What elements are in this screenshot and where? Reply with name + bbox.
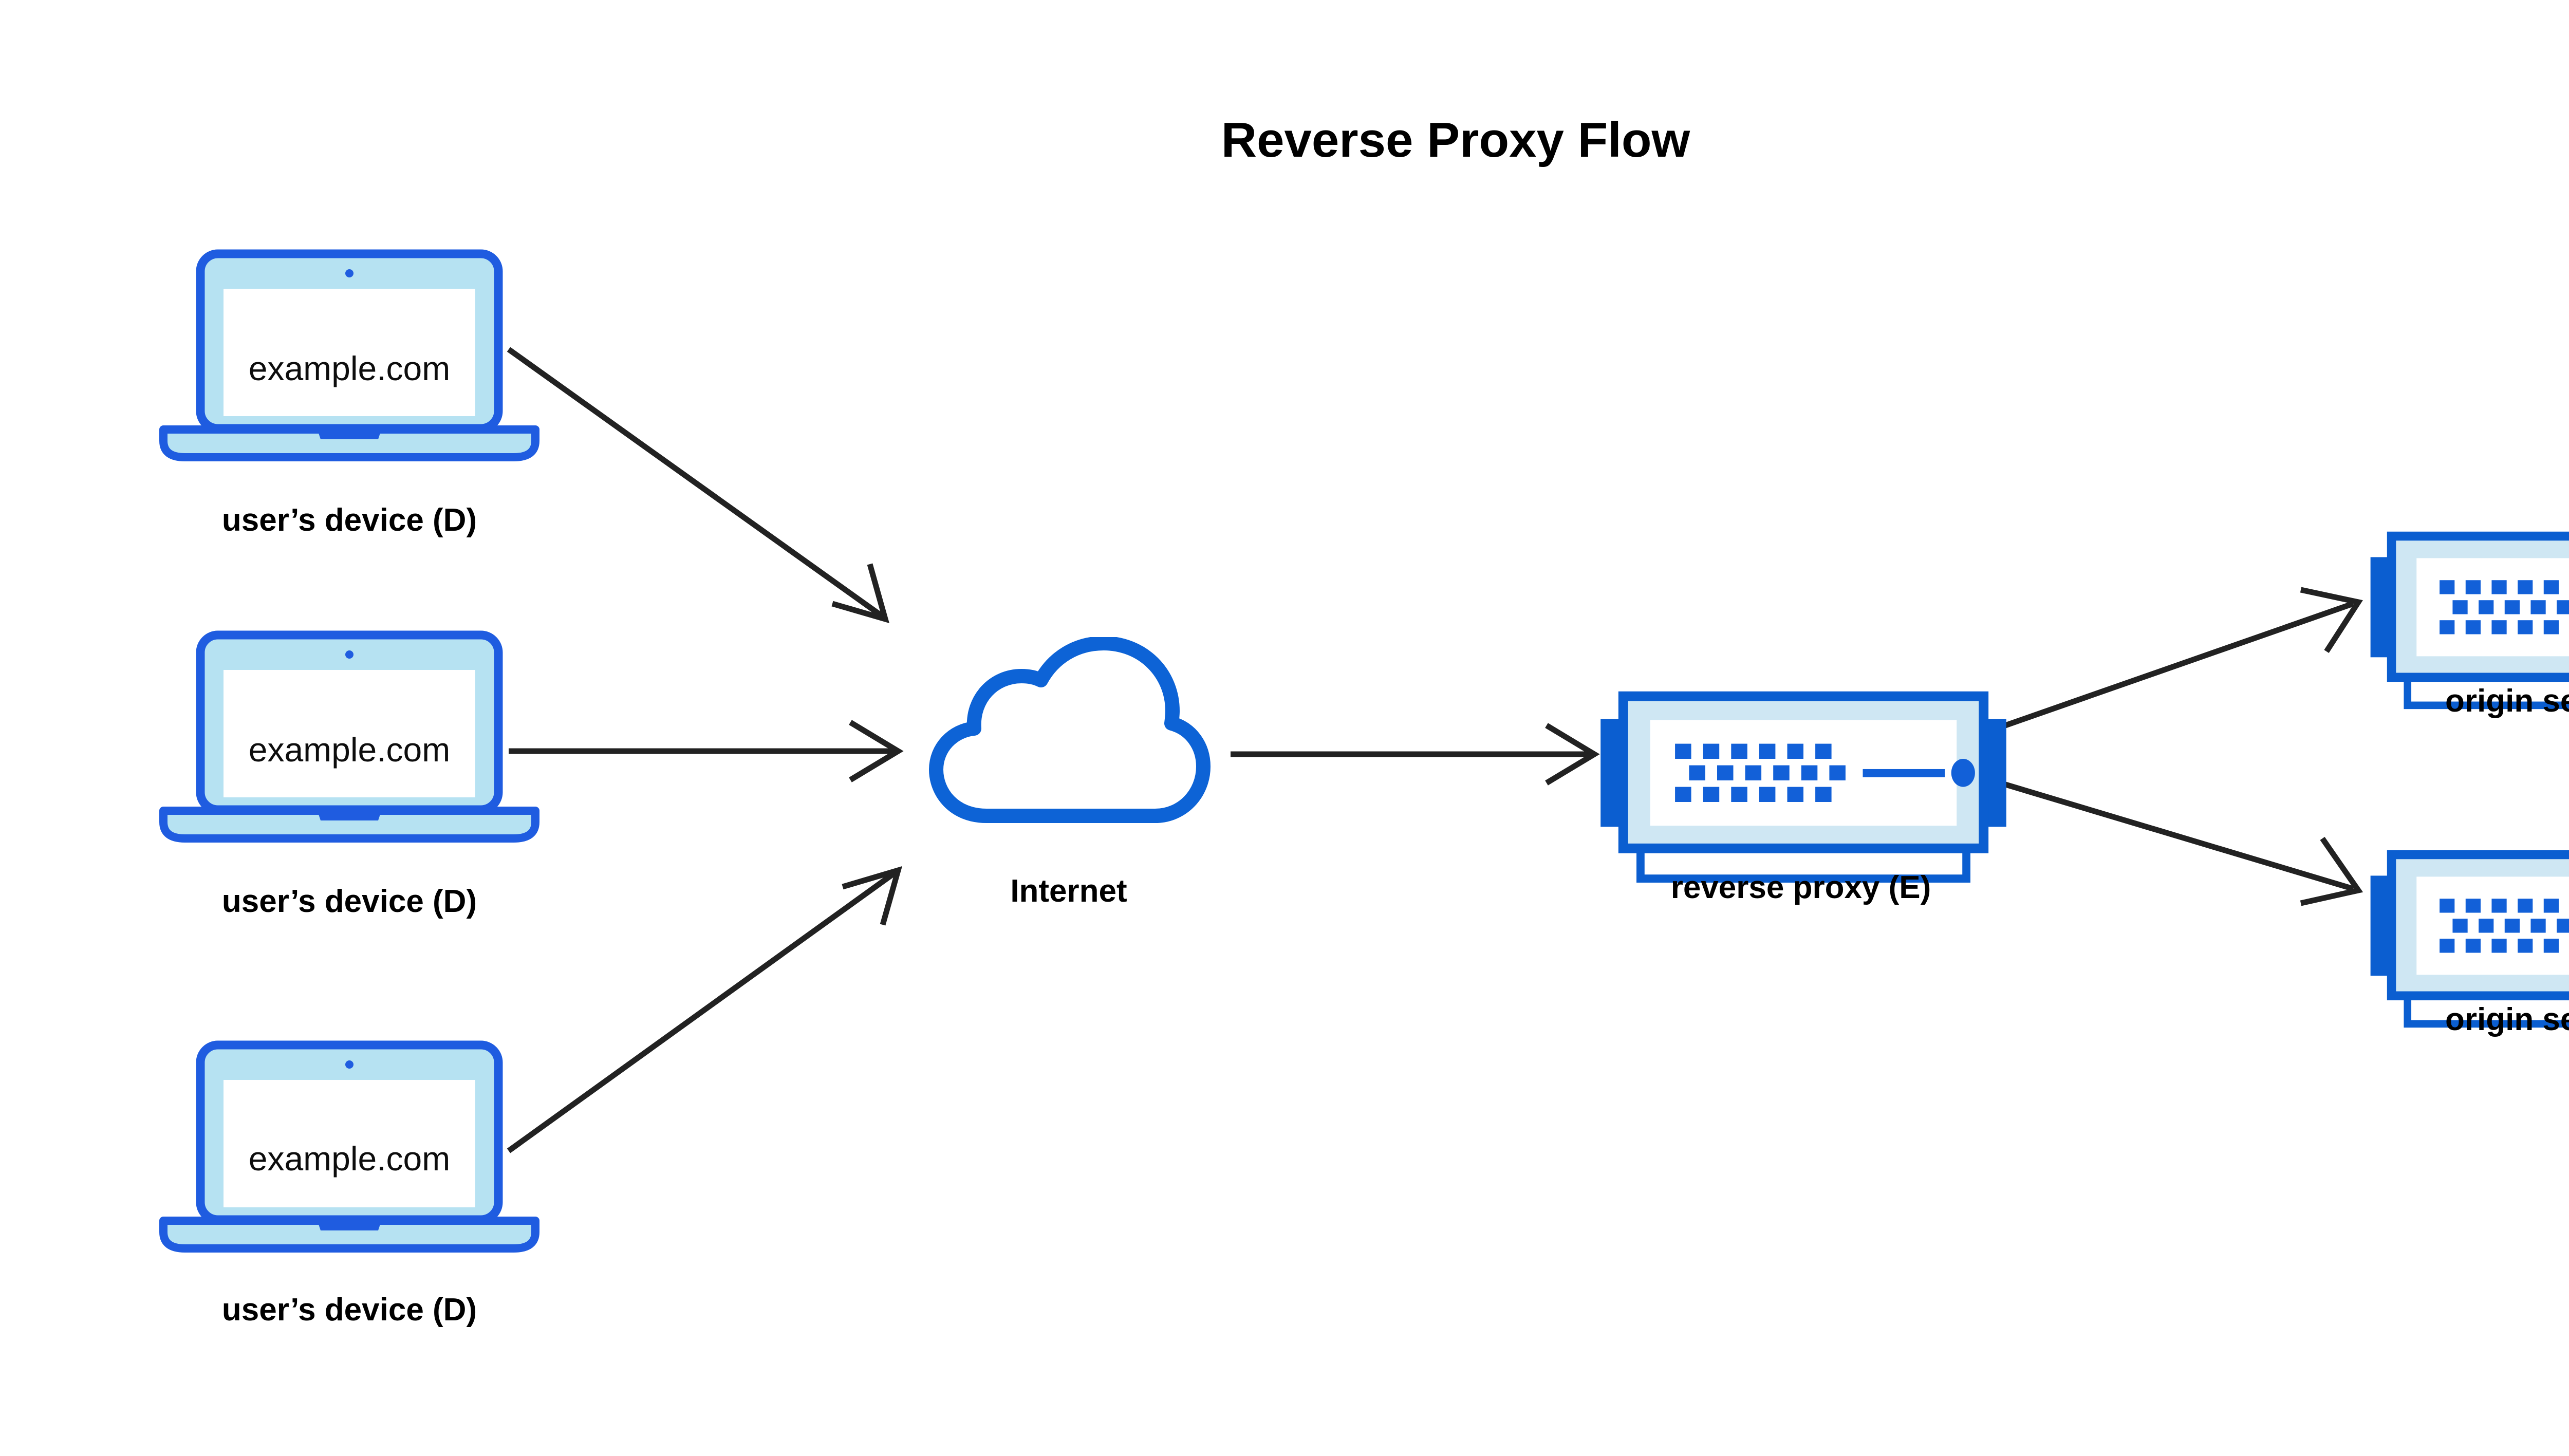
edge-proxy-to-origin-top — [1993, 587, 2363, 733]
device-screen-text: example.com — [249, 731, 451, 769]
edge-device-middle-to-cloud — [509, 720, 904, 782]
device-label: user’s device (D) — [222, 884, 477, 919]
connector-layer — [507, 347, 2363, 1153]
edge-proxy-to-origin-bottom — [1993, 778, 2363, 906]
origin-server-label: origin server (F) — [2445, 1002, 2569, 1037]
server-icon — [2371, 536, 2569, 705]
node-internet-cloud[interactable]: Internet — [936, 643, 1203, 909]
node-origin-server-bottom[interactable]: origin server (F) — [2371, 855, 2569, 1037]
edge-device-bottom-to-cloud — [507, 866, 903, 1153]
node-user-device-middle[interactable]: example.com user’s device (D) — [163, 635, 535, 919]
node-user-device-bottom[interactable]: example.com user’s device (D) — [163, 1045, 535, 1328]
device-screen-text: example.com — [249, 1140, 451, 1178]
server-icon — [1600, 696, 2006, 879]
reverse-proxy-label: reverse proxy (E) — [1671, 870, 1931, 905]
origin-server-label: origin server (F) — [2445, 683, 2569, 719]
edge-cloud-to-proxy — [1231, 723, 1600, 786]
diagram-title: Reverse Proxy Flow — [1221, 113, 1690, 167]
device-label: user’s device (D) — [222, 502, 477, 538]
cloud-label: Internet — [1010, 873, 1127, 909]
server-icon — [2371, 855, 2569, 1024]
device-screen-text: example.com — [249, 349, 451, 387]
edge-device-top-to-cloud — [507, 347, 889, 624]
node-user-device-top[interactable]: example.com user’s device (D) — [163, 254, 535, 538]
node-origin-server-top[interactable]: origin server (F) — [2371, 536, 2569, 719]
device-label: user’s device (D) — [222, 1292, 477, 1328]
node-reverse-proxy[interactable]: reverse proxy (E) — [1600, 696, 2006, 905]
